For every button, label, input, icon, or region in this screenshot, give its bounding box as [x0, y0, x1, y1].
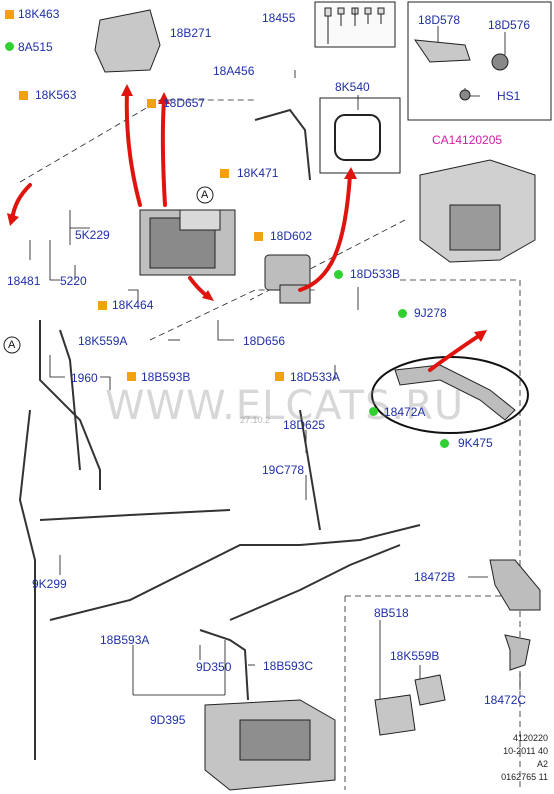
fuel-fired-heater — [204, 699, 336, 791]
part-label: 18B593A — [100, 633, 150, 647]
marker-dot — [369, 407, 378, 416]
part-label: 8A515 — [18, 40, 53, 54]
marker-dot — [440, 439, 449, 448]
part-label-highlight: CA14120205 — [432, 133, 503, 147]
part-label: HS1 — [497, 89, 521, 103]
red-arrowheads — [7, 84, 487, 342]
part-label: 1960 — [71, 371, 98, 385]
part-label: 18B593C — [263, 659, 314, 673]
part-label: 18K471 — [237, 166, 279, 180]
part-label: 18455 — [262, 11, 296, 25]
watermark-date: 27.10.2 — [240, 415, 271, 425]
part-label: 18D656 — [243, 334, 286, 348]
marker-dot — [334, 270, 343, 279]
part-label: 18D657 — [163, 96, 206, 110]
marker-square — [147, 99, 156, 108]
part-label: 9D350 — [196, 660, 232, 674]
inset-box-18D578 — [407, 1, 552, 121]
hose-18472B — [489, 559, 541, 611]
part-label: 5K229 — [75, 228, 110, 242]
mount-bracket — [94, 9, 161, 73]
part-label: 18K559B — [390, 649, 440, 663]
part-label: 18481 — [7, 274, 41, 288]
part-label: 5220 — [60, 274, 87, 288]
footer-ref-line2: 10-2011 40 — [503, 746, 548, 756]
hose-18472C — [504, 634, 531, 671]
part-label: 18B593B — [141, 370, 191, 384]
inset-box-8K540 — [319, 97, 401, 174]
part-label: 8B518 — [374, 606, 409, 620]
part-label: 18D533B — [350, 267, 401, 281]
part-label: 18472A — [384, 405, 426, 419]
clip-18D578 — [413, 39, 509, 101]
part-label: 9J278 — [414, 306, 447, 320]
coolant-pipes — [18, 108, 421, 760]
part-label: 18D578 — [418, 13, 461, 27]
marker-dot — [5, 42, 14, 51]
part-label: 18472B — [414, 570, 456, 584]
part-label: 9K299 — [32, 577, 67, 591]
part-label: 18D602 — [270, 229, 313, 243]
footer-ref-line1: 4120220 — [512, 733, 548, 743]
seal-8K540 — [334, 114, 381, 161]
part-label: 18K559A — [78, 334, 128, 348]
part-label: 18K563 — [35, 88, 77, 102]
part-label: 18K464 — [112, 298, 154, 312]
part-label: 18A456 — [213, 64, 255, 78]
part-label: 18D625 — [283, 418, 326, 432]
callout-a-left — [3, 336, 21, 354]
bolt-set — [324, 7, 385, 44]
footer-ref-line3: A2 — [536, 759, 548, 769]
marker-square — [254, 232, 263, 241]
hose-18472A — [394, 364, 516, 421]
bracket-8B518 — [374, 674, 446, 736]
hvac-housing — [419, 159, 536, 263]
part-label: 18B271 — [170, 26, 212, 40]
part-label: 18D576 — [488, 18, 531, 32]
part-label: 18472C — [484, 693, 527, 707]
part-label: 9D395 — [150, 713, 186, 727]
marker-dot — [398, 309, 407, 318]
marker-square — [19, 91, 28, 100]
marker-square — [5, 10, 14, 19]
marker-square — [127, 372, 136, 381]
callout-a-label: A — [8, 339, 16, 351]
callout-a-top — [196, 186, 214, 204]
pump-18D602 — [264, 254, 311, 304]
marker-square — [98, 301, 107, 310]
part-label: 18K463 — [18, 7, 60, 21]
footer-ref-line4: 0162765 11 — [501, 772, 548, 782]
callout-a-label: A — [201, 189, 209, 201]
part-label: 19C778 — [262, 463, 305, 477]
watermark-text: WWW.ELCATS.RU — [105, 383, 465, 429]
heater-unit — [139, 209, 236, 276]
part-label: 9K475 — [458, 436, 493, 450]
part-label: 8K540 — [335, 80, 370, 94]
part-label: 18D533A — [290, 370, 341, 384]
marker-square — [275, 372, 284, 381]
marker-square — [220, 169, 229, 178]
